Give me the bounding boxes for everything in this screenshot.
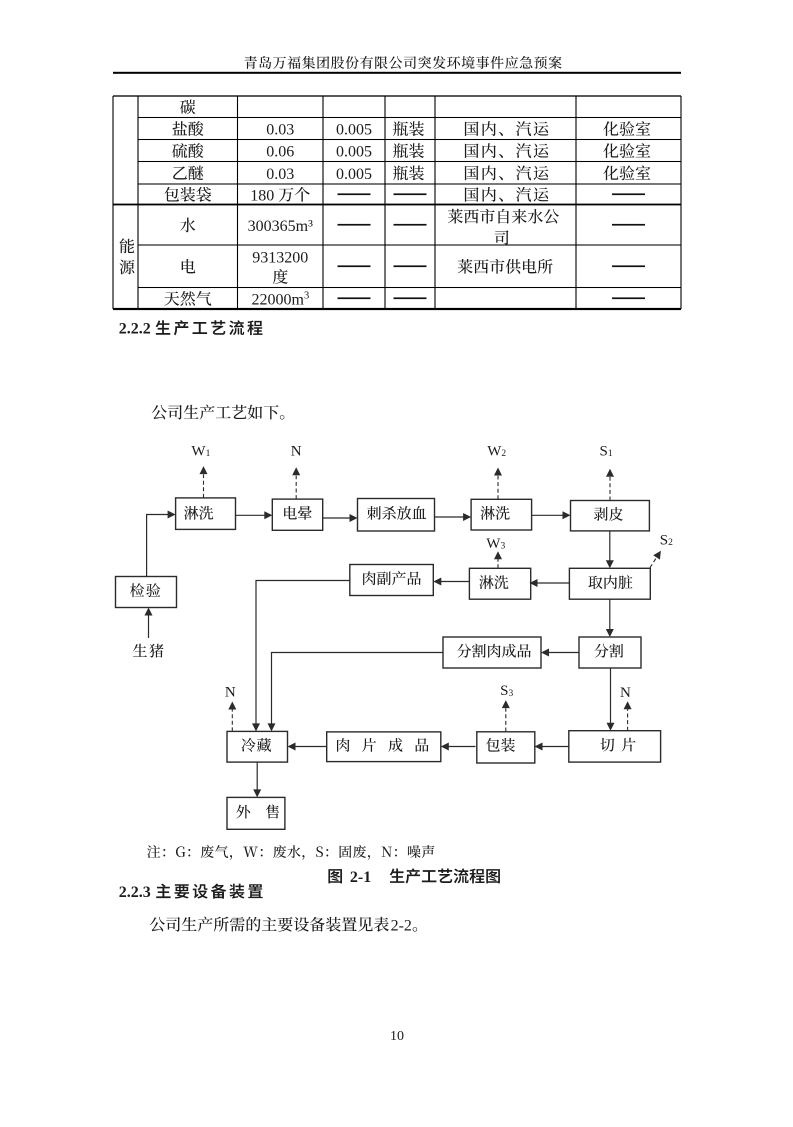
svg-text:N: N <box>620 685 631 701</box>
svg-text:0.005: 0.005 <box>336 122 372 139</box>
svg-text:2-1: 2-1 <box>350 869 371 886</box>
svg-text:N: N <box>291 444 302 460</box>
svg-text:0.06: 0.06 <box>266 144 294 161</box>
svg-text:180: 180 <box>250 187 274 204</box>
svg-text:300365m³: 300365m³ <box>248 218 313 235</box>
svg-text:22000m3: 22000m3 <box>252 290 310 308</box>
svg-text:10: 10 <box>390 1029 404 1044</box>
svg-text:0.03: 0.03 <box>266 122 294 139</box>
svg-text:0.03: 0.03 <box>266 166 294 183</box>
svg-text:N: N <box>225 685 236 701</box>
svg-text:9313200: 9313200 <box>252 249 308 266</box>
svg-text:2-2: 2-2 <box>391 917 412 934</box>
svg-text:2.2.3: 2.2.3 <box>119 884 151 901</box>
svg-text:2.2.2: 2.2.2 <box>119 321 151 338</box>
svg-text:0.005: 0.005 <box>336 166 372 183</box>
svg-text:0.005: 0.005 <box>336 144 372 161</box>
